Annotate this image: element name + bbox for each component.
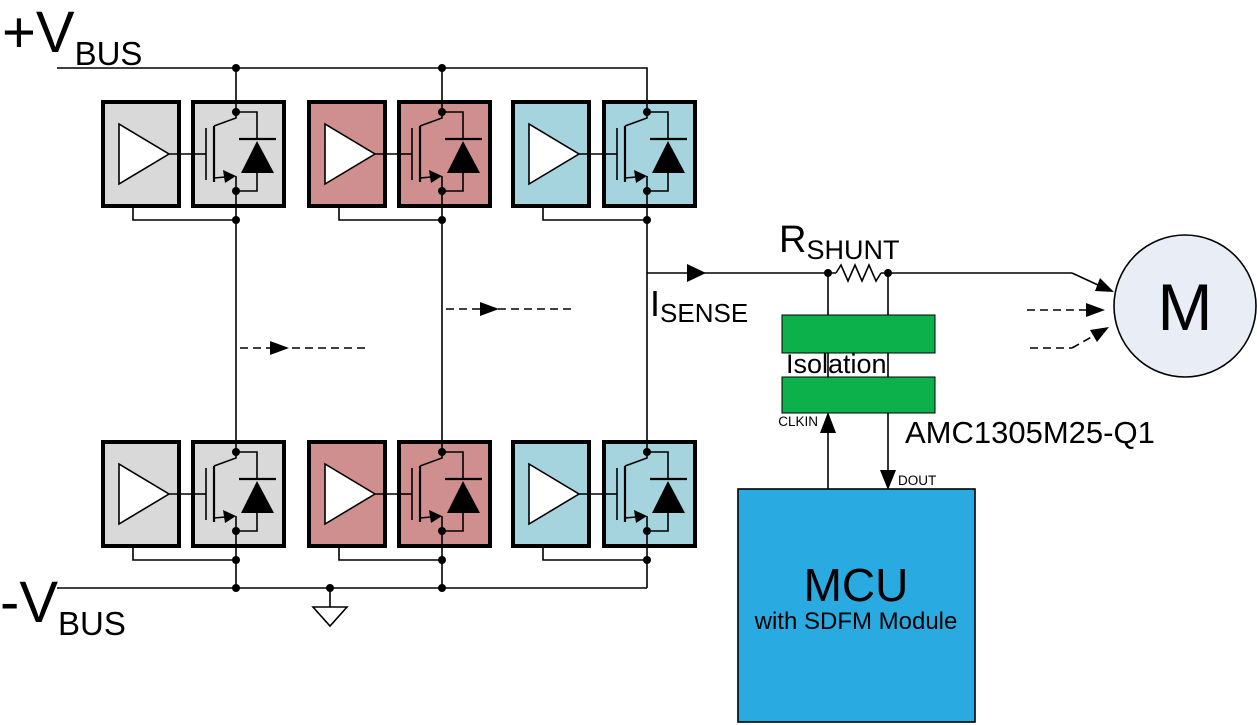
motor-phase3-diagonal xyxy=(1071,334,1096,349)
driver-return-stubs-high xyxy=(132,208,651,224)
driver-return-stubs-low xyxy=(132,548,651,564)
bus-positive-label: +VBUS xyxy=(2,0,142,72)
shunt-resistor xyxy=(835,263,882,283)
gate-driver-phase-b-high xyxy=(307,100,387,208)
isolation-barrier-top xyxy=(781,314,936,354)
igbt-phase-a-low xyxy=(189,438,286,550)
motor-label: M xyxy=(1158,270,1213,344)
dout-arrowhead xyxy=(880,470,896,490)
dout-label: DOUT xyxy=(898,473,936,488)
gate-driver-phase-a-low xyxy=(101,440,181,548)
mcu-subtitle: with SDFM Module xyxy=(754,608,958,635)
isolation-label: Isolation xyxy=(786,349,887,379)
positive-bus: +VBUS xyxy=(2,0,648,100)
phase-midpoint-wires xyxy=(235,208,648,440)
igbt-phase-b-low xyxy=(395,438,492,550)
driver-gate-connectors xyxy=(169,153,602,495)
motor-body xyxy=(1113,234,1257,378)
isolator-part-label: AMC1305M25-Q1 xyxy=(905,415,1155,450)
positive-bus-wire xyxy=(57,67,648,100)
junction-dot xyxy=(438,584,446,592)
igbt-phase-b-high xyxy=(395,98,492,210)
igbt-phase-c-low xyxy=(600,438,697,550)
gate-driver-phase-a-high xyxy=(101,100,181,208)
clkin-arrowhead xyxy=(820,412,836,433)
inverter-bridge xyxy=(101,98,697,564)
mcu-title: MCU xyxy=(804,559,909,611)
junction-dot xyxy=(232,584,240,592)
phase-current-arrows xyxy=(240,302,573,355)
motor-phase2-arrowhead xyxy=(1086,303,1105,317)
shunt-sense-path: RSHUNT ISENSE xyxy=(647,219,1114,328)
gate-driver-phase-b-low xyxy=(307,440,387,548)
igbt-phase-c-high xyxy=(600,98,697,210)
isolation-section: Isolation AMC1305M25-Q1 CLKIN DOUT xyxy=(778,273,1155,490)
isense-label: ISENSE xyxy=(650,283,748,328)
junction-dot xyxy=(232,64,240,72)
bus-negative-label: -VBUS xyxy=(0,570,126,642)
mcu-box xyxy=(737,488,976,723)
shunt-label: RSHUNT xyxy=(779,219,899,265)
clkin-signal: CLKIN xyxy=(778,412,836,489)
ground-symbol xyxy=(311,588,349,628)
motor-phase3-arrowhead xyxy=(1090,327,1109,342)
motor-section: M xyxy=(1027,234,1257,378)
motor-feed-arrowhead xyxy=(1095,278,1114,292)
mcu-block: MCU with SDFM Module xyxy=(737,488,976,723)
motor-feed-diagonal xyxy=(1071,272,1099,286)
dout-signal: DOUT xyxy=(880,413,936,490)
junction-dot xyxy=(438,64,446,72)
isolation-barrier-bottom xyxy=(781,376,936,414)
clkin-label: CLKIN xyxy=(778,414,818,429)
gate-driver-phase-c-low xyxy=(511,440,591,548)
isense-arrowhead xyxy=(687,264,706,282)
negative-bus: -VBUS xyxy=(0,548,648,642)
gate-driver-phase-c-high xyxy=(511,100,591,208)
igbt-phase-a-high xyxy=(189,98,286,210)
